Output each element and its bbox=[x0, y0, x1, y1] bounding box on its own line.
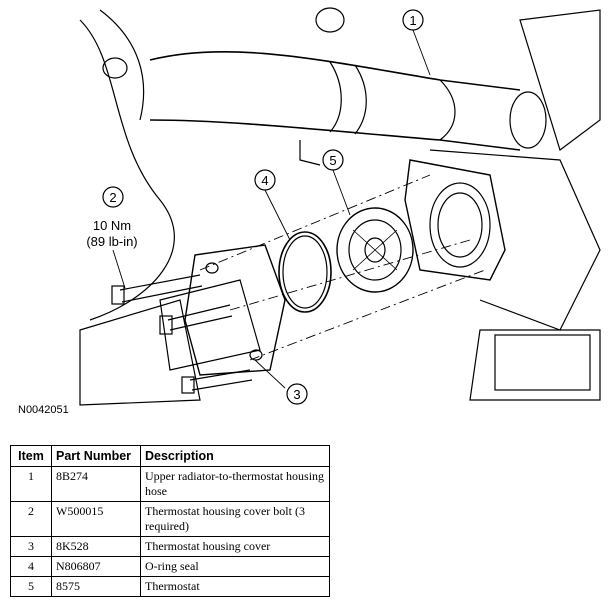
callout-5: 5 bbox=[329, 153, 336, 168]
callout-2: 2 bbox=[109, 190, 116, 205]
cell-item: 1 bbox=[10, 466, 52, 502]
callout-4: 4 bbox=[261, 173, 268, 188]
torque-metric: 10 Nm bbox=[93, 218, 131, 233]
table-row: 2 W500015 Thermostat housing cover bolt … bbox=[10, 501, 330, 537]
figure-id-label: N0042051 bbox=[18, 404, 69, 416]
cell-part-number: 8575 bbox=[51, 576, 141, 597]
cell-item: 5 bbox=[10, 576, 52, 597]
table-header-row: Item Part Number Description bbox=[10, 445, 330, 467]
exploded-view-diagram: 1 2 3 4 5 10 Nm (89 lb-in) bbox=[79, 7, 601, 406]
cell-item: 2 bbox=[10, 501, 52, 537]
header-description: Description bbox=[140, 445, 330, 467]
header-part-number: Part Number bbox=[51, 445, 141, 467]
cell-description: Upper radiator-to-thermostat housing hos… bbox=[140, 466, 330, 502]
header-item: Item bbox=[10, 445, 52, 467]
callout-1: 1 bbox=[409, 13, 416, 28]
table-row: 4 N806807 O-ring seal bbox=[10, 556, 330, 577]
cell-part-number: N806807 bbox=[51, 556, 141, 577]
table-row: 3 8K528 Thermostat housing cover bbox=[10, 536, 330, 557]
cell-part-number: W500015 bbox=[51, 501, 141, 537]
cell-item: 3 bbox=[10, 536, 52, 557]
parts-table: Item Part Number Description 1 8B274 Upp… bbox=[10, 445, 330, 597]
cell-part-number: 8B274 bbox=[51, 466, 141, 502]
cell-description: Thermostat bbox=[140, 576, 330, 597]
cell-description: Thermostat housing cover bolt (3 require… bbox=[140, 501, 330, 537]
torque-imperial: (89 lb-in) bbox=[86, 234, 137, 249]
callout-3: 3 bbox=[293, 387, 300, 402]
table-row: 1 8B274 Upper radiator-to-thermostat hou… bbox=[10, 466, 330, 502]
cell-part-number: 8K528 bbox=[51, 536, 141, 557]
cell-description: O-ring seal bbox=[140, 556, 330, 577]
table-row: 5 8575 Thermostat bbox=[10, 576, 330, 597]
cell-description: Thermostat housing cover bbox=[140, 536, 330, 557]
cell-item: 4 bbox=[10, 556, 52, 577]
